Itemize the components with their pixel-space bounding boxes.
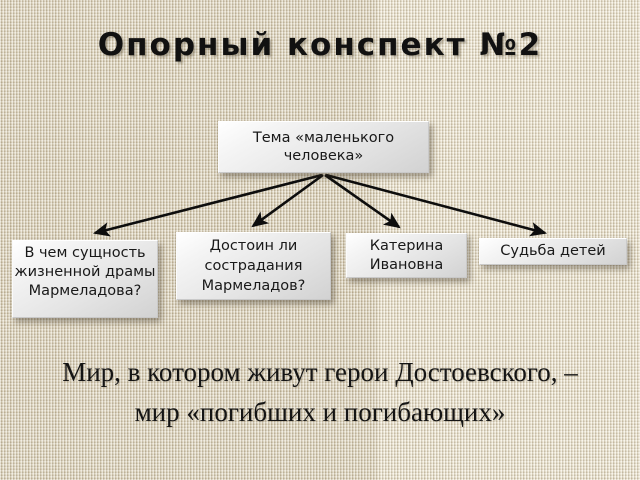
arrow-to-branch-1 <box>92 173 323 237</box>
diagram-node-branch-4[interactable]: Судьба детей <box>479 238 627 265</box>
slide-caption: Мир, в котором живут герои Достоевского,… <box>62 357 578 427</box>
diagram-node-branch-2[interactable]: Достоин ли сострадания Мармеладов? <box>176 232 331 300</box>
diagram-node-branch-2-label: Достоин ли сострадания Мармеладов? <box>201 238 306 294</box>
diagram-node-root-label: Тема «маленького человека» <box>252 130 395 164</box>
diagram-node-branch-3-label: Катерина Ивановна <box>369 237 444 273</box>
diagram-node-branch-4-label: Судьба детей <box>500 243 606 259</box>
arrow-to-branch-2 <box>251 173 324 228</box>
diagram-node-branch-1-label: В чем сущность жизненной драмы Мармеладо… <box>14 245 156 299</box>
arrow-to-branch-4 <box>325 173 548 237</box>
arrow-to-branch-3 <box>324 173 401 229</box>
diagram-node-root[interactable]: Тема «маленького человека» <box>218 121 429 173</box>
diagram-node-branch-1[interactable]: В чем сущность жизненной драмы Мармеладо… <box>12 240 158 318</box>
page-title: Опорный конспект №2 <box>97 27 543 63</box>
diagram-node-branch-3[interactable]: Катерина Ивановна <box>346 233 467 278</box>
